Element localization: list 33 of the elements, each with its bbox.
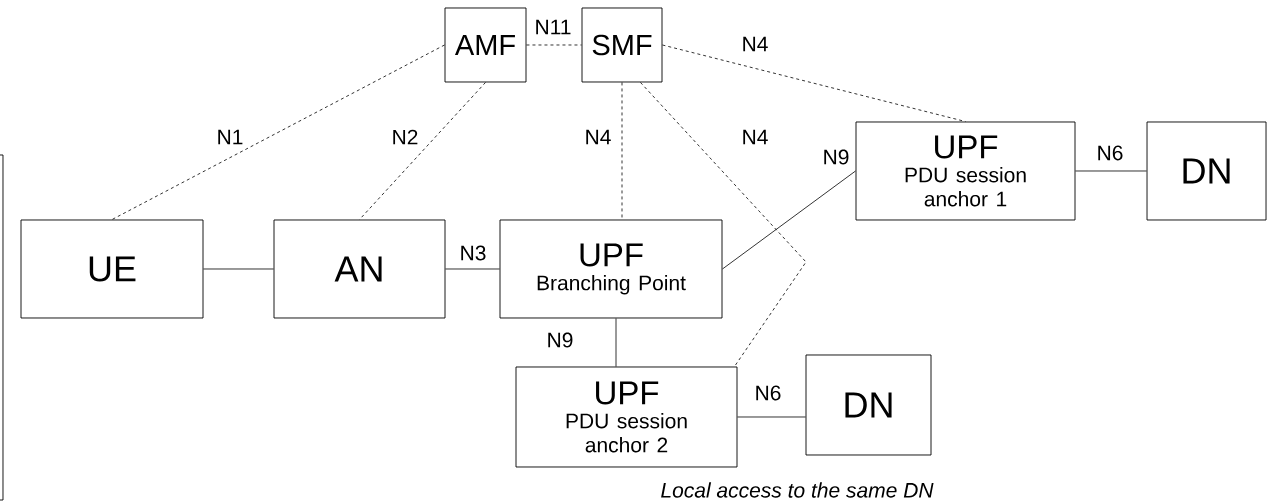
edge-label: N3 [458,244,488,262]
function-box: UE [20,219,204,319]
edge-label: N4 [740,35,770,53]
edge-label: N4 [740,128,770,146]
interface-line [621,82,623,220]
function-box: DN [805,354,932,456]
caption-text: Local access to the same DN [661,482,934,498]
interface-line [359,82,486,220]
edge-label: N9 [821,148,851,166]
function-box: AMF [444,7,527,83]
connection-line [615,318,617,367]
interface-line [662,44,966,122]
edge-label: N11 [533,18,573,36]
function-box: UPF PDU session anchor 2 [515,366,738,468]
connection-line [203,268,274,270]
edge-label: N9 [545,331,575,349]
connection-line [1075,170,1147,172]
edge-label: N4 [583,128,613,146]
interface-line [640,82,807,367]
edge-label: N6 [1095,144,1125,162]
connection-line [722,170,856,270]
edge-label: N1 [215,128,245,146]
interface-line [526,44,582,46]
interface-line [111,44,445,220]
function-box: UPF Branching Point [499,219,723,319]
function-box: DN [1146,121,1267,221]
edge-label: N6 [753,384,783,402]
connection-line [737,416,806,418]
edge-label: N2 [390,128,420,146]
function-box: SMF [581,7,663,83]
function-box: UPF PDU session anchor 1 [855,121,1076,221]
connection-line [445,268,500,270]
function-box: AN [273,219,446,319]
